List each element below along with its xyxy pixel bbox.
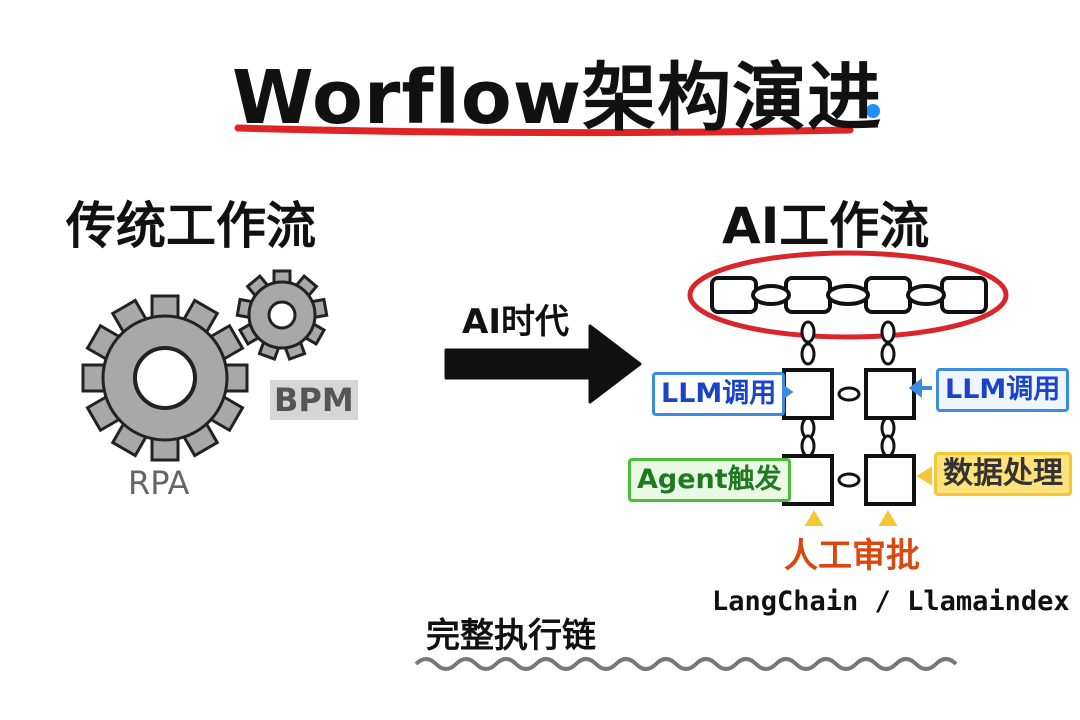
top-chain-icon — [710, 276, 988, 314]
traditional-workflow-heading: 传统工作流 — [66, 197, 316, 255]
node-bottom-right — [864, 454, 916, 506]
llm-call-tag-right: LLM调用 — [936, 368, 1070, 412]
large-gear-icon — [81, 294, 249, 462]
transition-arrow-icon — [444, 324, 642, 404]
execution-chain-label: 完整执行链 — [426, 616, 596, 656]
horizontal-links — [837, 386, 861, 488]
data-processing-tag: 数据处理 — [934, 452, 1072, 496]
human-approval-label: 人工审批 — [784, 536, 920, 576]
llm-call-tag-left: LLM调用 — [652, 372, 786, 416]
workflow-nodes — [782, 368, 916, 506]
ai-workflow-heading: AI工作流 — [722, 197, 930, 255]
frameworks-label: LangChain / Llamaindex — [712, 586, 1070, 617]
node-top-right — [864, 368, 916, 420]
bpm-label: BPM — [270, 380, 358, 420]
chain-highlight-ellipse — [687, 250, 1009, 340]
arrow-label: AI时代 — [462, 302, 569, 342]
small-gear-icon — [235, 269, 329, 362]
title-dot — [866, 104, 880, 118]
node-top-left — [782, 368, 834, 420]
rpa-label: RPA — [128, 464, 190, 502]
node-bottom-left — [782, 454, 834, 506]
title-underline — [234, 124, 854, 137]
approval-arrows — [804, 510, 898, 526]
execution-chain-wave — [414, 657, 958, 671]
agent-trigger-tag: Agent触发 — [628, 458, 791, 502]
vertical-links — [800, 320, 896, 458]
page-title: Worflow架构演进 — [232, 55, 883, 141]
